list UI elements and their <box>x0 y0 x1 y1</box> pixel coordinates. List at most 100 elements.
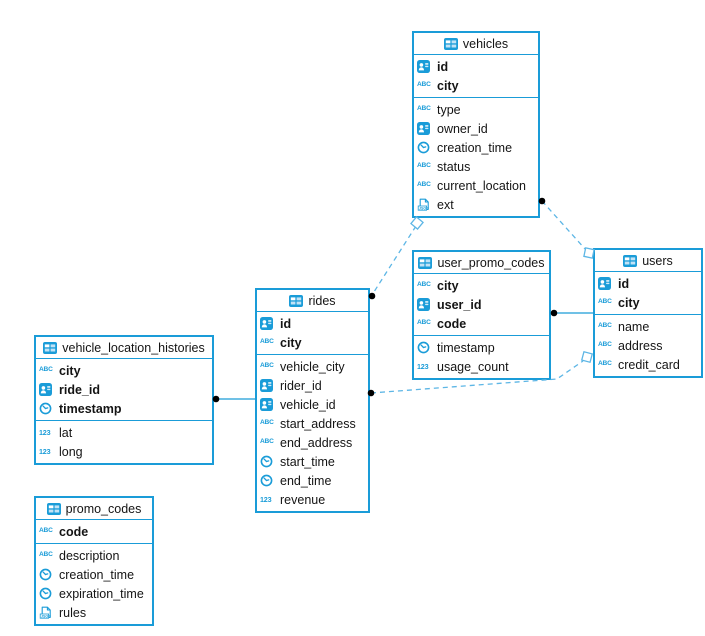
column-row: JSON ext <box>414 195 538 214</box>
svg-text:JSON: JSON <box>419 206 429 210</box>
text-type-icon: ABC <box>417 105 431 113</box>
column-name: id <box>437 59 449 74</box>
clock-icon <box>260 455 276 468</box>
table-icon <box>46 502 61 515</box>
column-row: ABC city <box>414 276 549 295</box>
column-name: user_id <box>437 297 482 312</box>
column-name: city <box>437 278 459 293</box>
column-row: ride_id <box>36 380 212 399</box>
column-name: vehicle_city <box>280 359 345 374</box>
columns-section: ABC description creation_time expiration… <box>36 543 152 624</box>
column-name: revenue <box>280 492 326 507</box>
column-row: ABC city <box>36 361 212 380</box>
column-name: rules <box>59 605 87 620</box>
column-row: start_time <box>257 452 368 471</box>
column-row: id <box>414 57 538 76</box>
primary-key-section: ABC city user_id ABC code <box>414 274 549 335</box>
column-row: ABC code <box>414 314 549 333</box>
table-users[interactable]: users id ABC city ABC name ABC address A… <box>593 248 703 378</box>
column-name: city <box>59 363 81 378</box>
column-row: creation_time <box>414 138 538 157</box>
id-card-icon <box>417 298 433 311</box>
table-user_promo_codes[interactable]: user_promo_codes ABC city user_id ABC co… <box>412 250 551 380</box>
columns-section: ABC type owner_id creation_time ABC stat… <box>414 97 538 216</box>
text-type-icon: ABC <box>598 341 612 349</box>
columns-section: 123 lat 123 long <box>36 420 212 463</box>
relationship-line-vehicles-users <box>541 200 587 251</box>
column-row: creation_time <box>36 565 152 584</box>
column-name: start_address <box>280 416 356 431</box>
text-type-icon: ABC <box>598 360 612 368</box>
column-name: usage_count <box>437 359 509 374</box>
table-header: vehicles <box>414 33 538 55</box>
column-row: ABC code <box>36 522 152 541</box>
number-type-icon: 123 <box>39 427 51 437</box>
table-icon <box>623 254 638 267</box>
column-name: description <box>59 548 120 563</box>
column-name: credit_card <box>618 357 680 372</box>
column-row: ABC vehicle_city <box>257 357 368 376</box>
column-row: user_id <box>414 295 549 314</box>
text-type-icon: ABC <box>260 362 274 370</box>
svg-text:JSON: JSON <box>41 614 51 618</box>
column-name: owner_id <box>437 121 488 136</box>
table-vehicles[interactable]: vehicles id ABC city ABC type owner_id c… <box>412 31 540 218</box>
table-promo_codes[interactable]: promo_codes ABC code ABC description cre… <box>34 496 154 626</box>
text-type-icon: ABC <box>417 281 431 289</box>
id-card-icon <box>39 383 55 396</box>
column-name: city <box>618 295 640 310</box>
table-title: vehicle_location_histories <box>62 340 205 355</box>
column-row: timestamp <box>36 399 212 418</box>
columns-section: timestamp 123 usage_count <box>414 335 549 378</box>
table-header: user_promo_codes <box>414 252 549 274</box>
column-name: current_location <box>437 178 526 193</box>
table-title: rides <box>308 293 336 308</box>
column-name: end_address <box>280 435 353 450</box>
table-icon <box>418 256 433 269</box>
text-type-icon: ABC <box>260 419 274 427</box>
primary-key-section: id ABC city <box>257 312 368 354</box>
table-icon <box>443 37 458 50</box>
text-type-icon: ABC <box>417 81 431 89</box>
table-rides[interactable]: rides id ABC city ABC vehicle_city rider… <box>255 288 370 513</box>
text-type-icon: ABC <box>39 551 53 559</box>
column-name: rider_id <box>280 378 322 393</box>
text-type-icon: ABC <box>417 319 431 327</box>
column-name: code <box>437 316 467 331</box>
column-name: id <box>618 276 630 291</box>
id-card-icon <box>417 60 433 73</box>
number-type-icon: 123 <box>260 494 272 504</box>
column-name: type <box>437 102 461 117</box>
column-row: ABC city <box>257 333 368 352</box>
column-name: lat <box>59 425 73 440</box>
clock-icon <box>417 341 433 354</box>
column-name: name <box>618 319 650 334</box>
table-icon <box>43 341 58 354</box>
column-row: ABC type <box>414 100 538 119</box>
column-row: ABC current_location <box>414 176 538 195</box>
column-row: timestamp <box>414 338 549 357</box>
column-name: timestamp <box>437 340 495 355</box>
table-header: users <box>595 250 701 272</box>
column-row: ABC credit_card <box>595 355 701 374</box>
text-type-icon: ABC <box>598 322 612 330</box>
text-type-icon: ABC <box>598 298 612 306</box>
column-name: creation_time <box>437 140 513 155</box>
table-title: user_promo_codes <box>437 255 545 270</box>
clock-icon <box>39 402 55 415</box>
id-card-icon <box>260 317 276 330</box>
columns-section: ABC name ABC address ABC credit_card <box>595 314 701 376</box>
column-row: ABC city <box>595 293 701 312</box>
column-name: timestamp <box>59 401 122 416</box>
text-type-icon: ABC <box>417 162 431 170</box>
column-name: status <box>437 159 471 174</box>
column-row: expiration_time <box>36 584 152 603</box>
clock-icon <box>260 474 276 487</box>
table-header: vehicle_location_histories <box>36 337 212 359</box>
columns-section: ABC vehicle_city rider_id vehicle_id ABC… <box>257 354 368 511</box>
clock-icon <box>39 587 55 600</box>
clock-icon <box>417 141 433 154</box>
table-vehicle_location_histories[interactable]: vehicle_location_histories ABC city ride… <box>34 335 214 465</box>
primary-key-section: id ABC city <box>414 55 538 97</box>
primary-key-section: ABC code <box>36 520 152 543</box>
